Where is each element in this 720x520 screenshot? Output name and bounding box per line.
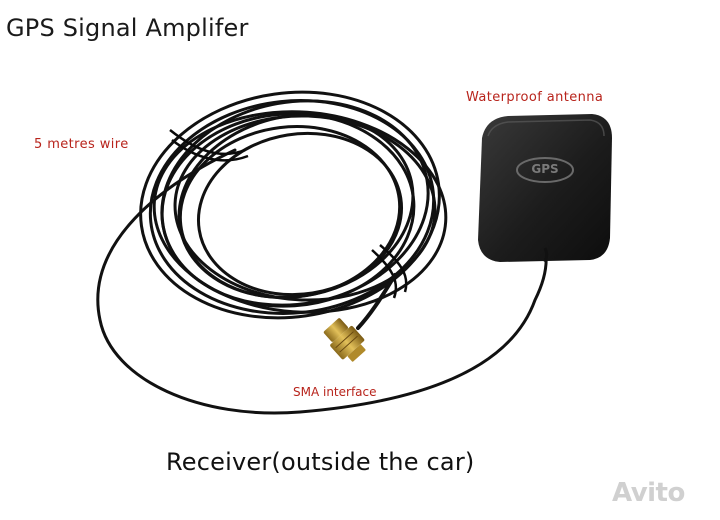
page-title: GPS Signal Amplifer (6, 14, 249, 42)
antenna-badge: GPS (531, 162, 559, 176)
sma-interface-label: SMA interface (293, 385, 377, 399)
wire-length-label: 5 metres wire (34, 137, 129, 152)
cable-tie-upper (169, 129, 249, 162)
cable-tie-lower (371, 244, 408, 299)
caption: Receiver(outside the car) (166, 448, 475, 476)
avito-watermark-text: Avito (612, 478, 685, 508)
antenna-box (478, 114, 612, 262)
antenna-label: Waterproof antenna (466, 90, 604, 105)
antenna-lead-cable (96, 148, 548, 415)
cable-coil (139, 90, 448, 320)
antenna-base-cable (543, 247, 549, 263)
sma-lead-cable (356, 273, 397, 330)
sma-connector (323, 318, 366, 362)
avito-watermark: Avito (612, 478, 685, 508)
